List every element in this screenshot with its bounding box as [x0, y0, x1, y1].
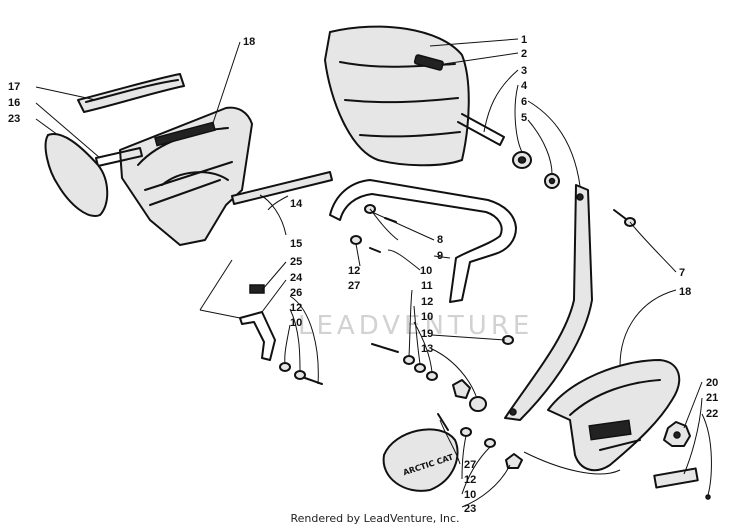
callout-13: 13 — [421, 343, 433, 355]
callout-2: 2 — [521, 48, 527, 60]
callout-15: 15 — [290, 238, 302, 250]
callout-21: 21 — [706, 392, 718, 404]
screw-22 — [705, 494, 711, 500]
callout-10-c: 10 — [421, 311, 433, 323]
callout-7: 7 — [679, 267, 685, 279]
cover-23-left — [44, 133, 109, 217]
callout-5: 5 — [521, 112, 527, 124]
callout-12-b: 12 — [290, 302, 302, 314]
callout-14: 14 — [290, 198, 303, 210]
callout-23-left: 23 — [8, 113, 20, 125]
callout-9: 9 — [437, 250, 443, 262]
backrest-stud — [457, 113, 505, 146]
footer-credit: Rendered by LeadVenture, Inc. — [290, 512, 460, 525]
leader-lines — [35, 38, 712, 508]
grab-handle-right — [547, 359, 681, 472]
callout-1: 1 — [521, 34, 527, 46]
callout-3: 3 — [521, 65, 527, 77]
watermark-text: LEADVENTURE — [298, 311, 533, 341]
nut-5 — [544, 173, 560, 189]
callout-10-d: 10 — [464, 489, 476, 501]
callout-12-a: 12 — [348, 265, 360, 277]
grab-handle-left — [119, 106, 253, 246]
callout-16: 16 — [8, 97, 20, 109]
callout-25: 25 — [290, 256, 302, 268]
callout-23-right: 23 — [464, 503, 476, 515]
callout-10-a: 10 — [420, 265, 432, 277]
callout-22: 22 — [706, 408, 718, 420]
bar-8 — [329, 179, 517, 303]
callout-19: 19 — [421, 328, 433, 340]
callout-12-c: 12 — [421, 296, 433, 308]
callout-10-b: 10 — [290, 317, 302, 329]
callout-27-a: 27 — [348, 280, 360, 292]
backrest-pad — [324, 25, 470, 167]
callout-12-d: 12 — [464, 474, 476, 486]
callout-27-b: 27 — [464, 459, 476, 471]
callout-26: 26 — [290, 287, 302, 299]
washer-4 — [512, 151, 532, 169]
callout-4: 4 — [521, 80, 528, 92]
hardware-cluster-lower — [371, 335, 514, 412]
callout-18-left: 18 — [243, 36, 255, 48]
strip-14-15 — [231, 171, 333, 205]
grip-17 — [77, 73, 185, 113]
callout-24: 24 — [290, 272, 303, 284]
callout-17: 17 — [8, 81, 20, 93]
hardware-cluster-center — [350, 204, 397, 253]
callouts: 1 2 3 4 6 5 7 18 18 17 16 23 14 15 8 9 1… — [8, 34, 718, 515]
callout-20: 20 — [706, 377, 718, 389]
cover-23-right: ARCTIC CAT — [382, 428, 459, 492]
callout-8: 8 — [437, 234, 443, 246]
callout-6: 6 — [521, 96, 527, 108]
knob-20 — [663, 421, 691, 447]
callout-11: 11 — [421, 280, 433, 292]
reflector-21 — [653, 467, 699, 489]
backrest-decal — [413, 54, 444, 71]
upright-bracket — [504, 184, 593, 421]
callout-18-right: 18 — [679, 286, 691, 298]
